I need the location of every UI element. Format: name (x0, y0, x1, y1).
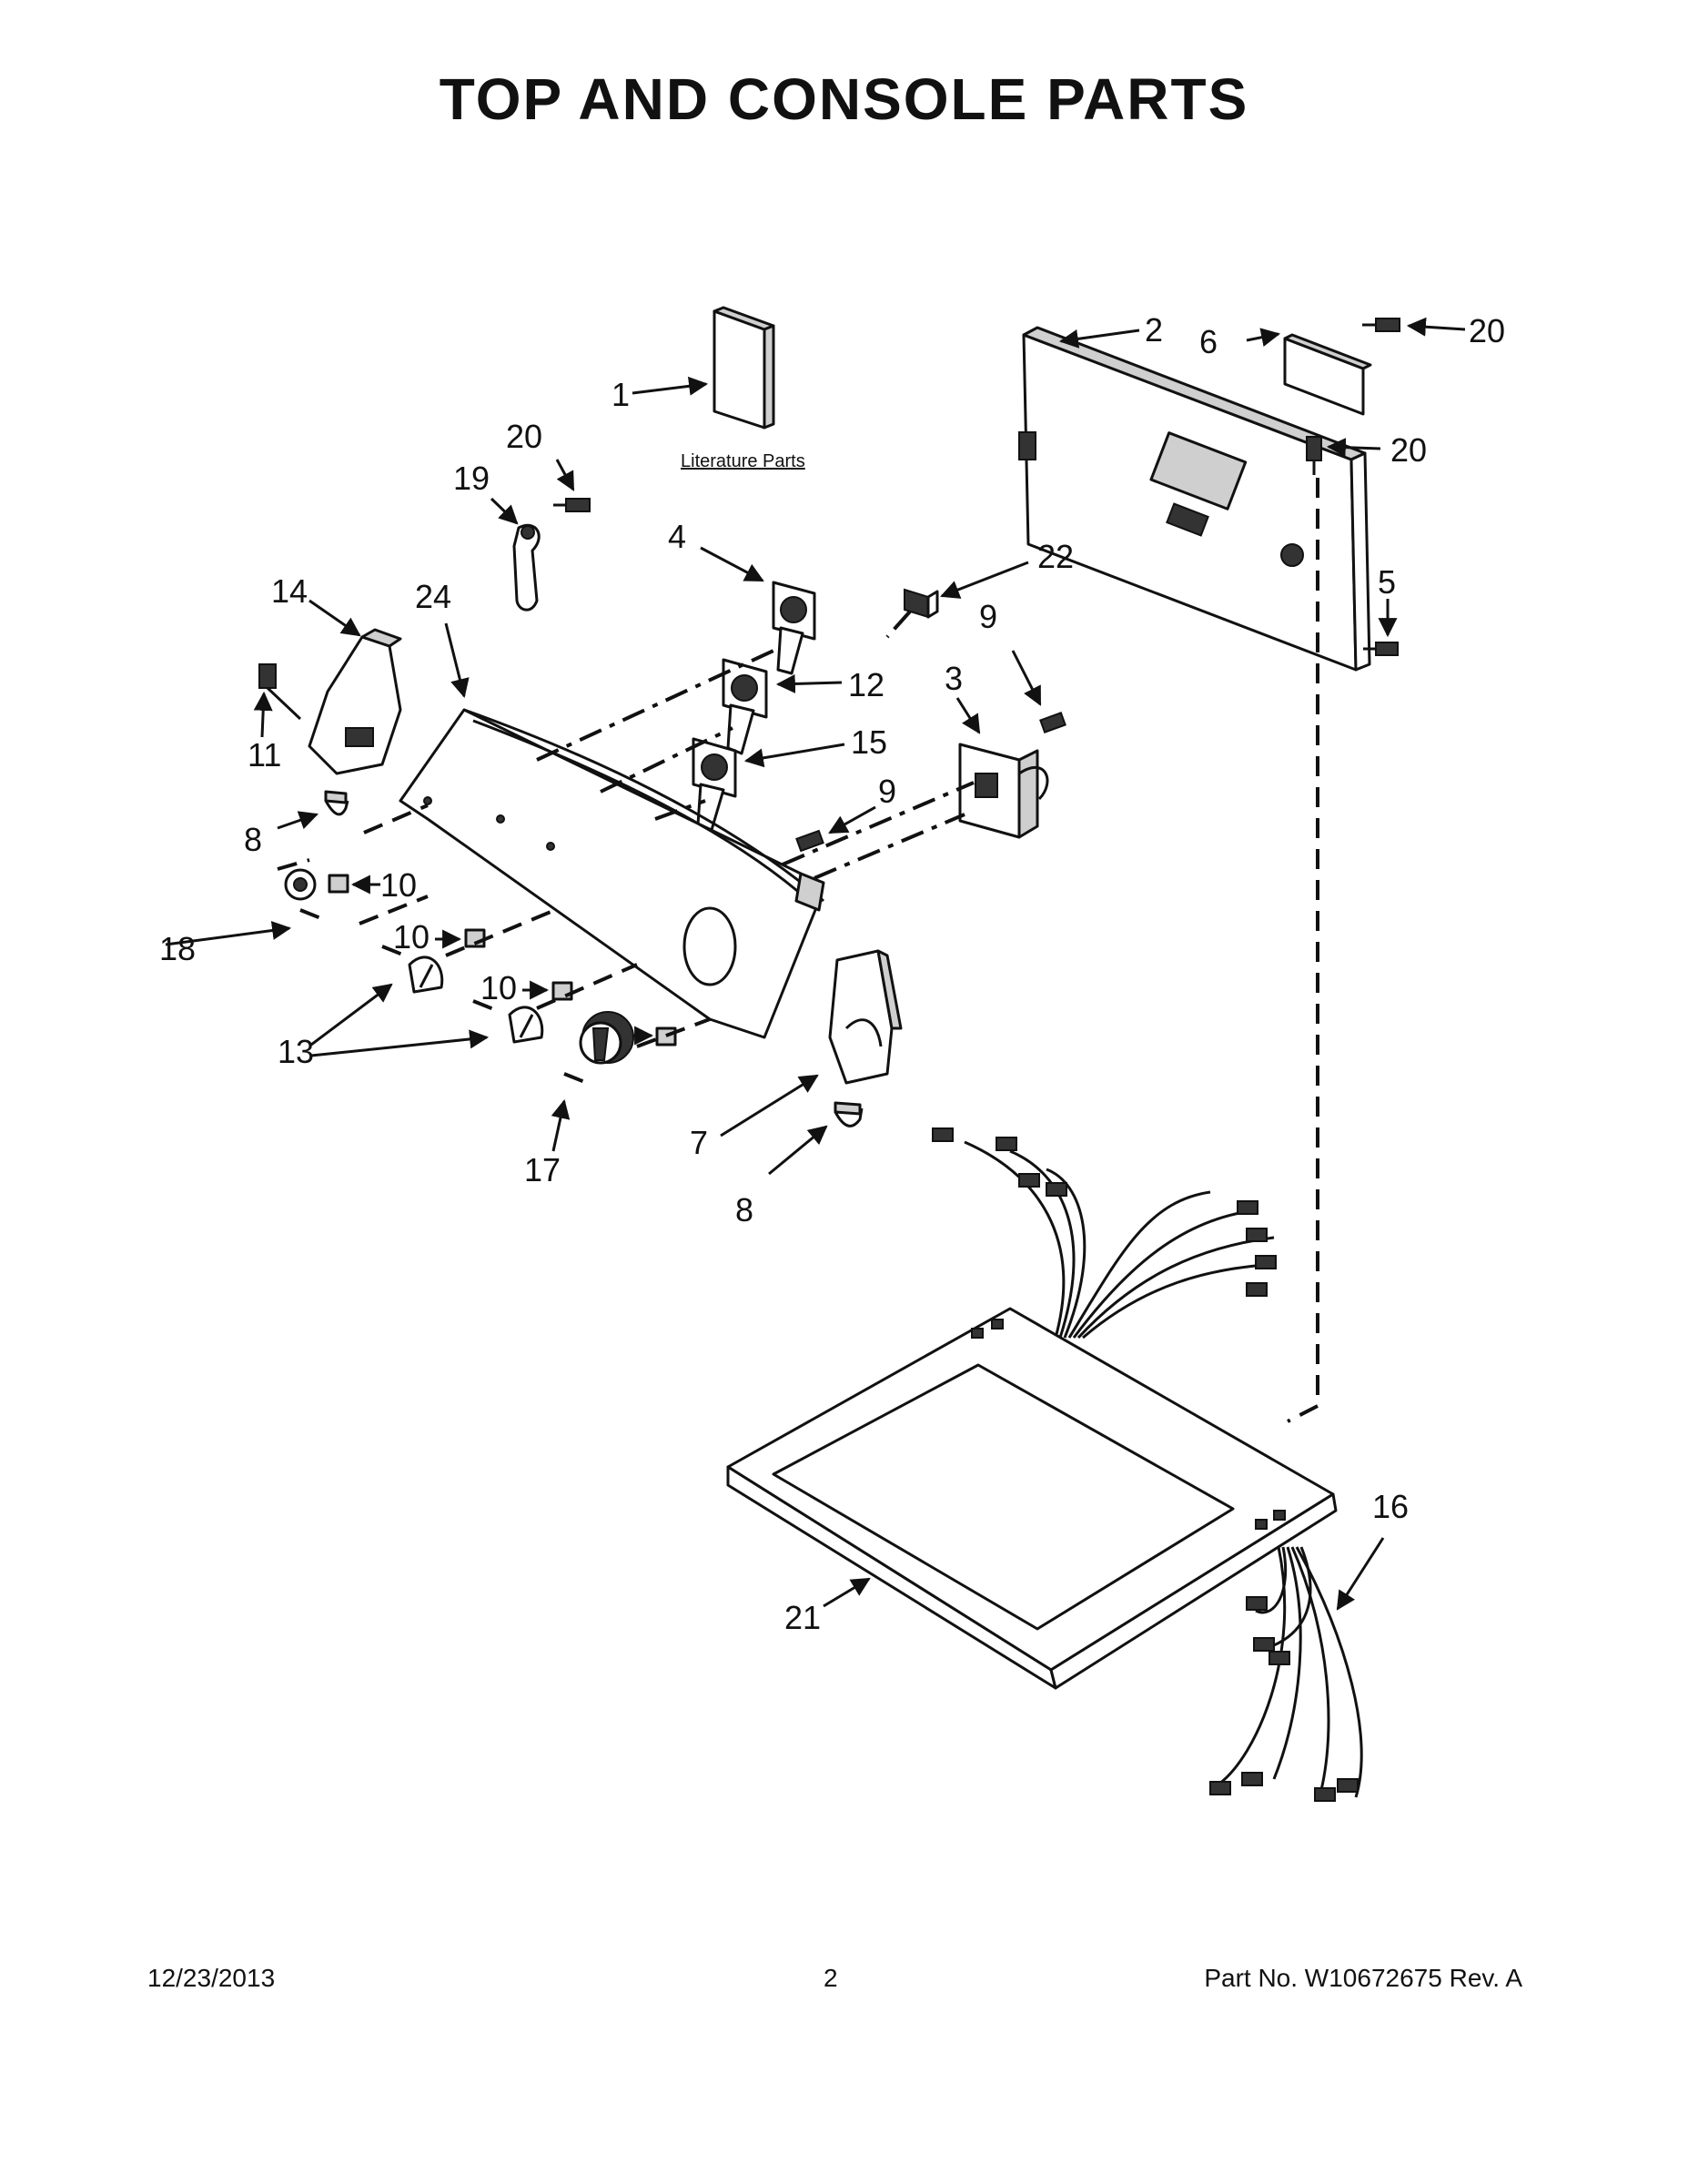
screw-part-9-upper (1039, 712, 1066, 733)
callout-9-lower: 9 (878, 773, 896, 810)
knob-part-17 (579, 1011, 634, 1065)
clip-part-8-right (834, 1101, 864, 1127)
control-board-part-6 (1283, 333, 1372, 416)
callout-10-a: 10 (380, 866, 417, 904)
knob-part-13-a (408, 956, 444, 994)
timer-part-3 (958, 743, 1049, 839)
callout-6: 6 (1199, 323, 1218, 360)
callout-15: 15 (851, 723, 887, 761)
callout-11: 11 (248, 736, 281, 774)
footer-part-number: Part No. W10672675 Rev. A (1204, 1964, 1522, 1992)
bracket-part-19 (512, 523, 541, 612)
callout-21: 21 (784, 1599, 821, 1636)
literature-parts-label: Literature Parts (681, 451, 805, 471)
screw-part-5 (1363, 642, 1399, 656)
footer-date: 12/23/2013 (147, 1964, 276, 1992)
callout-9-upper: 9 (979, 598, 997, 635)
screw-part-20-left (553, 498, 591, 512)
callout-20-left: 20 (506, 418, 542, 455)
callout-4: 4 (668, 518, 686, 555)
callout-2: 2 (1145, 311, 1163, 349)
seal-part-18 (284, 868, 317, 901)
callout-22: 22 (1037, 538, 1074, 575)
switch-part-4 (772, 581, 816, 675)
callout-1: 1 (612, 376, 630, 413)
spring-part-10-a (328, 874, 349, 894)
spring-part-10-d (655, 1026, 677, 1046)
callout-13: 13 (278, 1033, 314, 1070)
callout-24: 24 (415, 578, 451, 615)
callout-10-c: 10 (480, 969, 517, 1006)
end-cap-part-7 (828, 949, 903, 1085)
callout-20-lower: 20 (1390, 431, 1427, 469)
console-back-panel-part-2 (1018, 326, 1371, 672)
callout-10-b: 10 (393, 918, 430, 956)
callout-8-left: 8 (244, 821, 262, 858)
wire-harness-part-16 (932, 1127, 1363, 1802)
connector-part-22 (904, 588, 939, 619)
callout-12: 12 (848, 666, 884, 703)
end-cap-part-14 (308, 628, 402, 775)
knob-part-13-b (508, 1006, 544, 1044)
screw-part-20-upper (1362, 318, 1400, 332)
callout-16: 16 (1372, 1488, 1409, 1525)
page-title: TOP AND CONSOLE PARTS (439, 66, 1249, 132)
console-panel-part-24 (399, 708, 825, 1039)
callout-17: 17 (524, 1151, 561, 1188)
callout-14: 14 (271, 572, 308, 610)
callout-18: 18 (159, 930, 196, 967)
footer-page-number: 2 (824, 1964, 838, 1992)
top-cover-part-21 (726, 1307, 1338, 1690)
literature-parts-part-1: Literature Parts (681, 306, 805, 471)
callout-7: 7 (690, 1124, 708, 1161)
screw-part-20-lower (1306, 436, 1322, 475)
callout-19: 19 (453, 460, 490, 497)
screw-part-11 (258, 663, 302, 721)
screw-part-9-lower (795, 829, 824, 853)
spring-part-10-c (551, 981, 573, 1001)
callout-5: 5 (1378, 563, 1396, 601)
switch-part-12 (722, 658, 768, 755)
callout-8-right: 8 (735, 1191, 753, 1228)
callout-20-upper: 20 (1469, 312, 1505, 349)
clip-part-8-left (324, 790, 349, 816)
callout-3: 3 (945, 660, 963, 697)
